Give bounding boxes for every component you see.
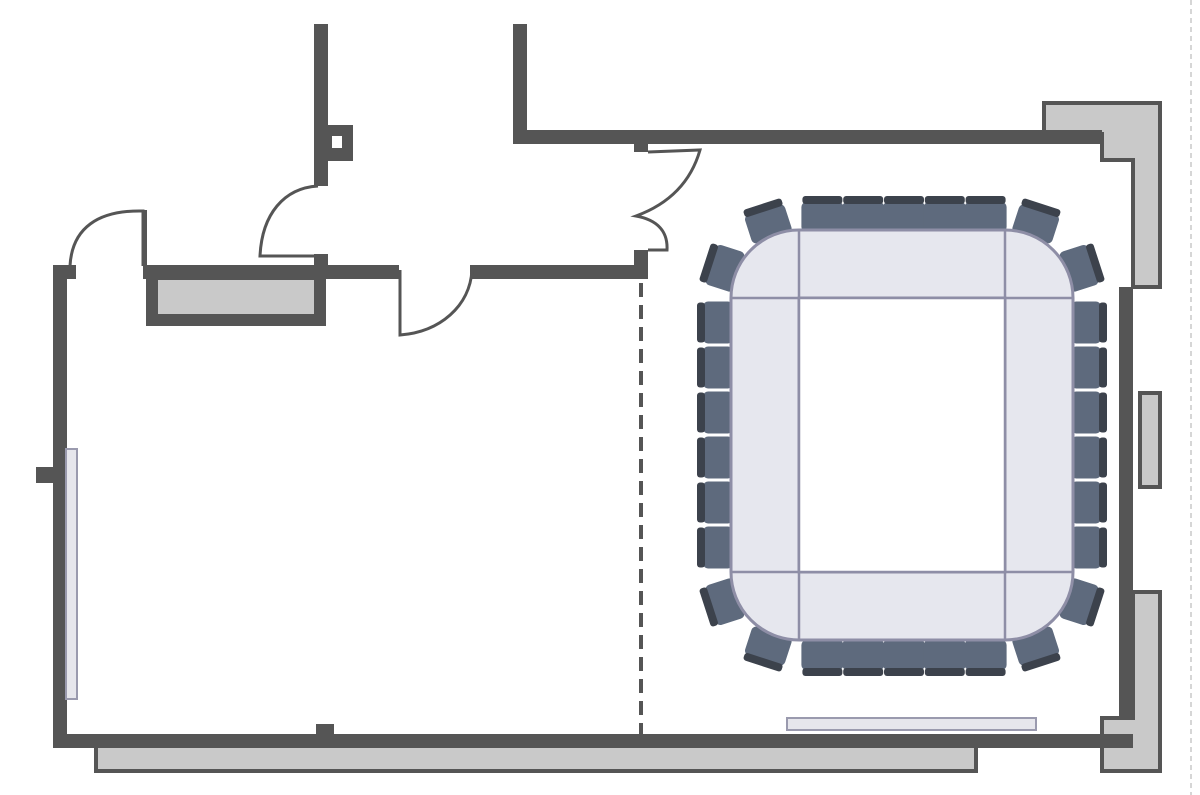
wall-column-right bbox=[1138, 391, 1162, 489]
door-left-room bbox=[68, 209, 145, 267]
chair bbox=[923, 640, 966, 676]
walls bbox=[53, 24, 1133, 748]
chair bbox=[842, 196, 885, 232]
chair bbox=[923, 196, 966, 232]
chair bbox=[1071, 436, 1107, 479]
chair bbox=[801, 196, 844, 232]
window-left bbox=[65, 448, 78, 700]
chair bbox=[1071, 526, 1107, 569]
chair bbox=[697, 391, 733, 434]
table-seams bbox=[731, 230, 1073, 640]
chair bbox=[697, 481, 733, 524]
conference-table bbox=[729, 228, 1075, 642]
door-partition bbox=[630, 148, 703, 252]
wall-notches bbox=[36, 125, 353, 744]
chair bbox=[964, 196, 1007, 232]
chair bbox=[697, 526, 733, 569]
notch-corridor-inner bbox=[332, 136, 342, 148]
chair bbox=[1071, 301, 1107, 344]
chair bbox=[801, 640, 844, 676]
table-opening bbox=[797, 296, 1007, 574]
chair bbox=[883, 196, 925, 232]
windows bbox=[65, 448, 1037, 731]
chair bbox=[697, 436, 733, 479]
door-inner-swing bbox=[398, 269, 474, 337]
chair bbox=[1071, 481, 1107, 524]
chair bbox=[697, 346, 733, 389]
door-corridor bbox=[258, 184, 319, 258]
chairs bbox=[697, 196, 1107, 676]
entrance-cabinet bbox=[146, 268, 326, 326]
notch-left bbox=[36, 467, 60, 483]
chair bbox=[1071, 391, 1107, 434]
chair bbox=[1071, 346, 1107, 389]
window-bottom bbox=[786, 717, 1037, 731]
chair bbox=[842, 640, 885, 676]
doors bbox=[68, 148, 703, 337]
chair bbox=[883, 640, 925, 676]
notch-bottom bbox=[316, 724, 334, 744]
chair bbox=[964, 640, 1007, 676]
chair bbox=[697, 301, 733, 344]
